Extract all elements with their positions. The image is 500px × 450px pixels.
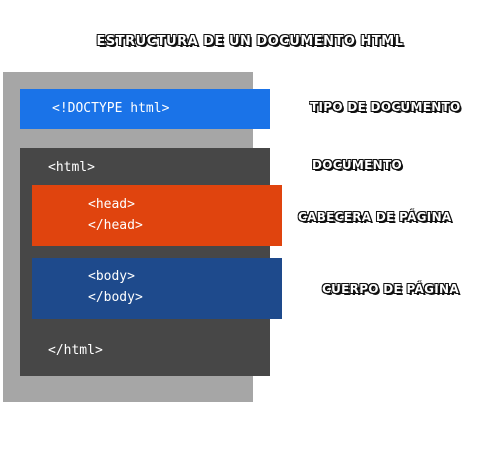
html-close-tag: </html>: [48, 343, 103, 358]
body-block: [32, 258, 282, 319]
label-head: cabecera de página: [298, 210, 452, 224]
label-html: documento: [312, 158, 402, 172]
html-open-tag: <html>: [48, 160, 95, 175]
body-open-tag: <body>: [88, 269, 135, 284]
doctype-code: <!DOCTYPE html>: [52, 101, 170, 116]
body-close-tag: </body>: [88, 290, 143, 305]
head-close-tag: </head>: [88, 218, 143, 233]
head-block: [32, 185, 282, 246]
label-doctype: tipo de documento: [310, 100, 461, 114]
head-open-tag: <head>: [88, 197, 135, 212]
doctype-block: [20, 89, 270, 129]
diagram-title: Estructura de un documento html: [96, 34, 404, 49]
label-body: cuerpo de página: [322, 282, 459, 296]
